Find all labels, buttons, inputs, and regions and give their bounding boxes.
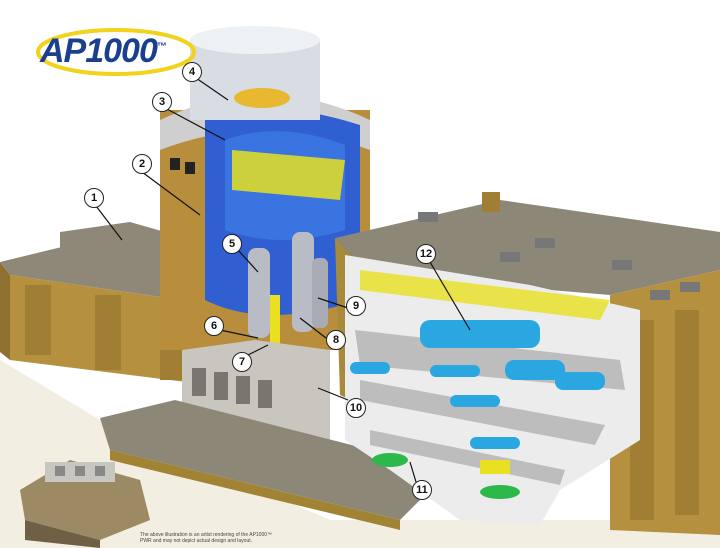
- disclaimer-line-2: PWR and may not depict actual design and…: [140, 538, 253, 544]
- callout-10: 10: [346, 398, 366, 418]
- callout-leaders: [95, 77, 471, 483]
- ap1000-logo: AP1000™: [36, 22, 196, 82]
- disclaimer-line-1: The above illustration is an artist rend…: [140, 532, 273, 538]
- turbine-building: [335, 192, 720, 535]
- logo-swoosh: [36, 28, 196, 76]
- callout-3: 3: [152, 92, 172, 112]
- disclaimer-text: The above illustration is an artist rend…: [140, 532, 340, 544]
- callout-7: 7: [232, 352, 252, 372]
- callout-1: 1: [84, 188, 104, 208]
- reactor-coolant-system: [248, 232, 328, 376]
- callout-8: 8: [326, 330, 346, 350]
- small-admin-building: [20, 460, 150, 548]
- callout-11: 11: [412, 480, 432, 500]
- callout-2: 2: [132, 154, 152, 174]
- callout-12: 12: [416, 244, 436, 264]
- ground-plane: [0, 360, 720, 548]
- callout-4: 4: [182, 62, 202, 82]
- callout-6: 6: [204, 316, 224, 336]
- callout-5: 5: [222, 234, 242, 254]
- logo-wordmark: AP1000™: [40, 32, 167, 70]
- callout-9: 9: [346, 296, 366, 316]
- front-roof: [100, 400, 450, 520]
